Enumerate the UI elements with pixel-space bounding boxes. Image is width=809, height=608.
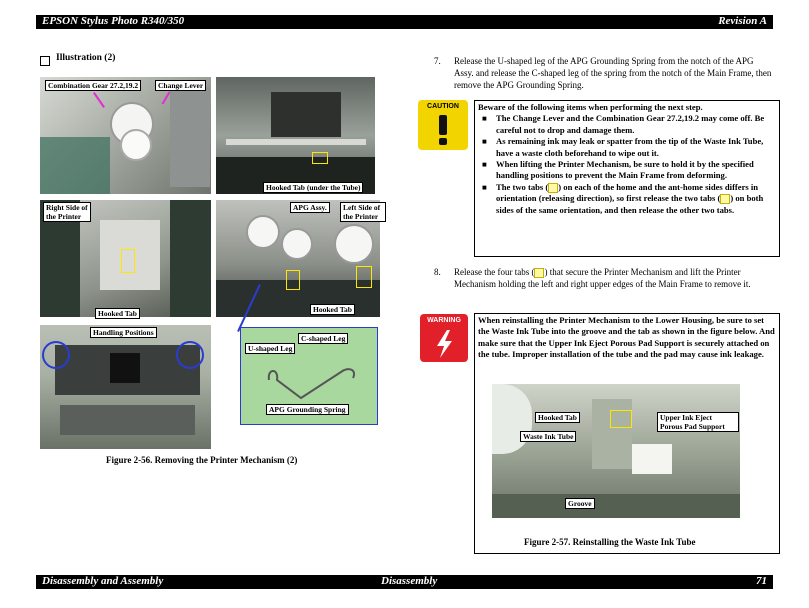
warning-icon-label: WARNING (427, 317, 461, 324)
tab-symbol-icon (548, 182, 559, 193)
label-combination-gear: Combination Gear 27.2,19.2 (45, 80, 142, 91)
caution-box: Beware of the following items when perfo… (474, 100, 780, 257)
checkbox-icon (40, 56, 50, 66)
warning-text: When reinstalling the Printer Mechanism … (478, 315, 775, 360)
step-8: 8. Release the four tabs () that secure … (434, 266, 774, 306)
label-waste-ink-tube: Waste Ink Tube (520, 431, 577, 442)
step-7: 7. Release the U-shaped leg of the APG G… (434, 55, 774, 95)
photo-hooked-tab-tube (216, 77, 375, 194)
step-8-text: Release the four tabs () that secure the… (454, 266, 774, 290)
caution-item-4: The two tabs () on each of the home and … (478, 182, 776, 216)
revision-label: Revision A (718, 15, 767, 27)
label-hooked-tab-under-tube: Hooked Tab (under the Tube) (263, 182, 364, 193)
header-bar: EPSON Stylus Photo R340/350 Revision A (36, 15, 773, 29)
step-8-text-a: Release the four tabs ( (454, 267, 535, 277)
step-8-text-b: ) that secure the Printer Mechanism and … (454, 267, 751, 289)
photo-change-lever (40, 77, 211, 194)
handling-circle-left (42, 341, 70, 369)
tab-symbol-icon (720, 194, 731, 205)
caution-item-1: The Change Lever and the Combination Gea… (478, 113, 776, 136)
caution-item-4c: ) on both sides of the same orientation,… (496, 193, 764, 215)
step-7-number: 7. (434, 56, 441, 66)
highlight-hooked-tab-right (121, 249, 135, 273)
handling-circle-right (176, 341, 204, 369)
label-hooked-tab-right: Hooked Tab (535, 412, 580, 423)
caution-item-2: As remaining ink may leak or spatter fro… (478, 136, 776, 159)
caution-item-4a: The two tabs ( (496, 181, 549, 192)
label-hooked-tab-2: Hooked Tab (310, 304, 355, 315)
page-number: 71 (756, 575, 767, 587)
warning-icon: WARNING (420, 314, 468, 362)
label-u-shaped-leg: U-shaped Leg (245, 343, 296, 354)
label-apg-grounding-spring: APG Grounding Spring (266, 404, 349, 415)
footer-section: Disassembly (381, 575, 438, 587)
highlight-tab-left-b (356, 266, 372, 288)
caution-item-3: When lifting the Printer Mechanism, be s… (478, 159, 776, 182)
caution-item-4b: ) on each of the home and the ant-home s… (496, 181, 759, 204)
footer-bar: Disassembly and Assembly Disassembly 71 (36, 575, 773, 589)
label-groove: Groove (565, 498, 595, 509)
caution-icon: CAUTION (418, 100, 468, 150)
highlight-hooked-tab-right-fig (610, 410, 632, 428)
photo-waste-ink-tube (492, 384, 740, 518)
label-hooked-tab-1: Hooked Tab (95, 308, 140, 319)
label-upper-ink-eject: Upper Ink Eject Porous Pad Support (657, 412, 739, 432)
label-handling-positions: Handling Positions (90, 327, 157, 338)
footer-chapter: Disassembly and Assembly (42, 575, 164, 587)
caution-icon-label: CAUTION (427, 103, 459, 110)
illustration-heading: Illustration (2) (56, 53, 116, 63)
figure-caption-2-57: Figure 2-57. Reinstalling the Waste Ink … (524, 537, 696, 547)
label-left-side: Left Side of the Printer (340, 202, 386, 222)
label-change-lever: Change Lever (155, 80, 207, 91)
tab-symbol-icon (534, 267, 545, 278)
photo-apg-assy (216, 200, 380, 317)
figure-caption-2-56: Figure 2-56. Removing the Printer Mechan… (106, 455, 298, 465)
manual-title: EPSON Stylus Photo R340/350 (42, 15, 185, 27)
label-c-shaped-leg: C-shaped Leg (298, 333, 349, 344)
label-apg-assy: APG Assy. (290, 202, 330, 213)
step-8-number: 8. (434, 267, 441, 277)
step-7-text: Release the U-shaped leg of the APG Grou… (454, 56, 772, 90)
highlight-tab-left-a (286, 270, 300, 290)
label-right-side: Right Side of the Printer (43, 202, 91, 222)
warning-box: When reinstalling the Printer Mechanism … (474, 313, 780, 554)
highlight-hooked-tab-tube (312, 152, 328, 164)
caution-intro: Beware of the following items when perfo… (478, 102, 703, 112)
